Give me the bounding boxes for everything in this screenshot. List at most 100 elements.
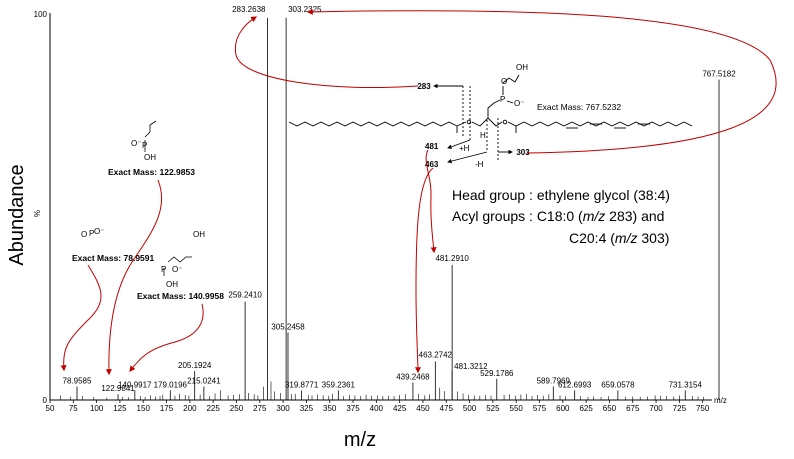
vp-oh: OH (144, 153, 156, 162)
p-o-bond (493, 99, 501, 104)
structure-labels: 283 303 481 463 +H -H H P O⁻ O OH Exact … (417, 63, 621, 169)
x-axis-title: m/z (344, 429, 376, 451)
glycol-phosphate-structure (163, 256, 192, 276)
label-o-minus: O⁻ (514, 99, 524, 108)
x-tick-label: 225 (206, 404, 220, 413)
ph-o: O (81, 230, 87, 239)
stearoyl-chain (288, 121, 458, 127)
arrow-vinyl (105, 179, 163, 376)
x-tick-label: 600 (556, 404, 570, 413)
gp-oh: OH (166, 280, 178, 289)
y-tick-100: 100 (34, 10, 48, 19)
arrow-303-loop (306, 8, 777, 154)
peak-label: 612.6993 (558, 380, 592, 389)
label-283: 283 (417, 82, 431, 91)
peak-label: 179.0196 (154, 380, 188, 389)
peak-label: 731.3154 (669, 380, 703, 389)
x-tick-label: 475 (440, 404, 454, 413)
vinyl-mass: Exact Mass: 122.9853 (108, 167, 195, 177)
arrow-481 (447, 139, 471, 149)
head-group-text: Head group : ethylene glycol (38:4) (452, 187, 670, 203)
x-tick-label: 725 (673, 404, 687, 413)
x-tick-label: 375 (346, 404, 360, 413)
axes: 100 % 0 m/z (33, 10, 727, 405)
peak-label: 303.2325 (288, 5, 322, 14)
annotation-block: Head group : ethylene glycol (38:4) Acyl… (452, 187, 670, 246)
peak-label: 215.0241 (187, 376, 221, 385)
arrow-481 (425, 149, 437, 254)
phosphate-structure: O⁻ P O Exact Mass: 78.9591 (72, 227, 154, 263)
x-tick-label: 525 (486, 404, 500, 413)
gp-p: P (161, 265, 166, 274)
x-tick-label: 300 (276, 404, 290, 413)
x-tick-label: 750 (696, 404, 710, 413)
x-unit-label: m/z (714, 396, 727, 405)
x-tick-label: 450 (416, 404, 430, 413)
x-tick-label: 325 (300, 404, 314, 413)
peak-label: 589.7969 (537, 376, 571, 385)
red-arrows (60, 8, 777, 376)
x-tick-label: 200 (183, 404, 197, 413)
glycol-phosphate-labels: OH P O⁻ OH Exact Mass: 140.9958 (137, 230, 224, 301)
x-tick-label: 425 (393, 404, 407, 413)
acyl-groups-line1: Acyl groups : C18:0 (m/z 283) and (452, 208, 664, 224)
x-tick-label: 175 (160, 404, 174, 413)
label-minus-h: -H (475, 160, 484, 169)
y-axis-title: Abundance (6, 164, 28, 265)
gp-oh-top: OH (193, 230, 205, 239)
phosphate-mass: Exact Mass: 78.9591 (72, 253, 154, 263)
arrow-glycol (129, 303, 204, 372)
acyl-groups-line2: C20:4 (m/z 303) (569, 230, 669, 246)
vp-o-minus: O⁻ (131, 139, 141, 148)
ester-o-right (502, 119, 508, 125)
x-tick-label: 75 (69, 404, 78, 413)
x-tick-label: 100 (90, 404, 104, 413)
label-463: 463 (425, 160, 439, 169)
y-tick-pct: % (33, 210, 42, 217)
label-oh: OH (516, 63, 528, 72)
peak-label: 481.2910 (435, 254, 469, 263)
peak-label: 205.1924 (178, 361, 212, 370)
glycol-chain (502, 74, 520, 84)
x-tick-label: 250 (230, 404, 244, 413)
peak-label: 305.2458 (271, 322, 305, 331)
x-tick-label: 650 (603, 404, 617, 413)
vp-p: P (142, 141, 147, 150)
peak-label: 529.1786 (480, 369, 514, 378)
peak-label: 259.2410 (228, 291, 262, 300)
phosphate-linker (487, 102, 495, 118)
x-tick-label: 675 (626, 404, 640, 413)
x-tick-label: 400 (370, 404, 384, 413)
peak-label: 659.0578 (601, 380, 635, 389)
arrow-463 (414, 167, 434, 374)
x-tick-label: 625 (579, 404, 593, 413)
parent-structure (288, 74, 693, 164)
arrow-463 (447, 151, 488, 164)
peak-label: 283.2638 (232, 5, 266, 14)
label-plus-h: +H (459, 144, 470, 153)
ester-bond-left (456, 121, 467, 127)
label-o-top: O (501, 77, 507, 86)
x-tick-label: 50 (46, 404, 55, 413)
peak-label: 463.2742 (419, 350, 453, 359)
arrow-phosphate (60, 264, 102, 372)
vinyl-phosphate-structure (144, 120, 157, 152)
peak-label: 319.8771 (285, 380, 319, 389)
gp-o-minus: O⁻ (172, 265, 182, 274)
peak-label: 140.9917 (118, 380, 152, 389)
x-tick-label: 575 (533, 404, 547, 413)
peak-label: 767.5182 (702, 70, 736, 79)
y-tick-0: 0 (43, 396, 48, 405)
peak-label: 78.9585 (63, 376, 92, 385)
x-tick-label: 700 (649, 404, 663, 413)
x-tick-label: 550 (510, 404, 524, 413)
x-tick-label: 275 (253, 404, 267, 413)
label-p: P (500, 95, 505, 104)
vinyl-phosphate-labels: O⁻ P OH Exact Mass: 122.9853 (108, 139, 195, 177)
peak-label: 122.9841 (101, 384, 135, 393)
glycol-mass: Exact Mass: 140.9958 (137, 291, 224, 301)
label-481: 481 (425, 142, 439, 151)
